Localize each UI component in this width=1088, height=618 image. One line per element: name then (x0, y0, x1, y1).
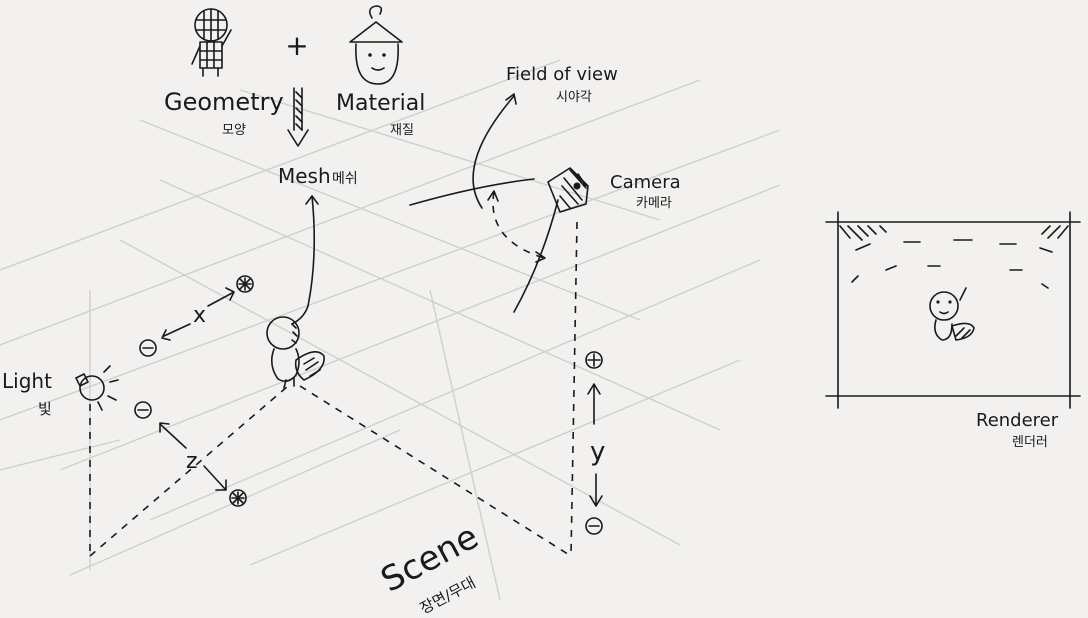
geometry-label: Geometry (164, 88, 284, 116)
light-ko-label: 빛 (38, 400, 52, 418)
x-axis (139, 275, 254, 357)
y-axis-label: y (590, 437, 605, 467)
fov-upper-ray (409, 178, 535, 206)
x-axis-label: x (193, 303, 206, 328)
renderer-beaver-icon (929, 287, 975, 341)
geometry-figure-icon (191, 8, 232, 77)
combine-plus: + (285, 29, 308, 62)
fov-lower-ray (513, 199, 559, 313)
mesh-pointer-arrowhead (305, 195, 319, 205)
fov-angle-arc (492, 191, 545, 259)
field-of-view-ko-label: 시야각 (556, 90, 592, 105)
camera-icon (547, 167, 589, 213)
renderer-ko-label: 렌더러 (1012, 435, 1048, 450)
scene-floor-edge-right (299, 385, 572, 557)
light-bulb-icon (75, 365, 119, 411)
mesh-label: Mesh (278, 164, 331, 188)
scene-grid (0, 59, 781, 601)
mesh-ko-label: 메쉬 (332, 171, 358, 187)
fov-arc-arrowhead-bottom (535, 251, 546, 263)
z-axis (134, 401, 247, 507)
fov-pointer-line (472, 95, 515, 209)
fov-arc-arrowhead-top (487, 190, 499, 202)
combine-arrow-icon (287, 87, 309, 147)
field-of-view-label: Field of view (506, 64, 618, 85)
camera-ko-label: 카메라 (636, 196, 672, 211)
y-axis (585, 351, 603, 535)
camera-label: Camera (610, 172, 681, 193)
scene-floor-edge-left (89, 385, 289, 557)
fov-pointer-arrowhead (505, 93, 517, 105)
geometry-ko-label: 모양 (222, 123, 246, 138)
renderer-frame (825, 211, 1081, 409)
renderer-label: Renderer (976, 410, 1059, 431)
light-label: Light (2, 369, 52, 393)
material-label: Material (336, 91, 425, 116)
z-axis-label: z (186, 449, 198, 474)
beaver-mesh-icon (266, 316, 325, 389)
camera-height-guide (570, 221, 578, 557)
material-hanger-icon (349, 5, 403, 85)
mesh-pointer-line (291, 195, 316, 325)
material-ko-label: 재질 (390, 123, 414, 138)
